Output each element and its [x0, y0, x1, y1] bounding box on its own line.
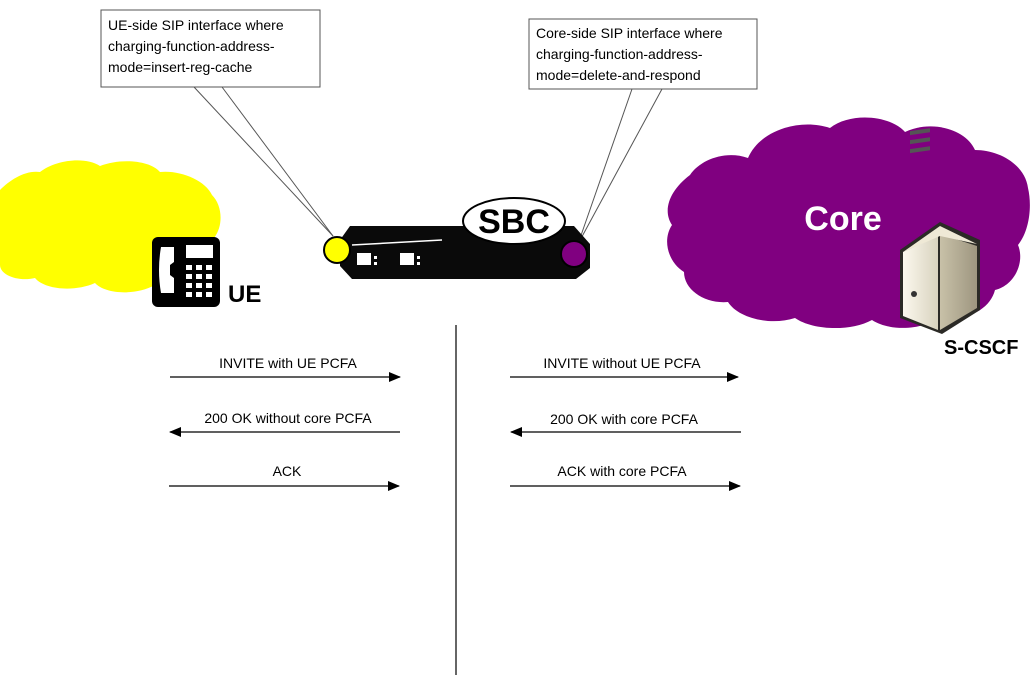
left-msg-3-label: ACK: [273, 463, 302, 479]
left-msg-1-label: INVITE with UE PCFA: [219, 355, 357, 371]
ue-callout-line-1: UE-side SIP interface where: [108, 17, 284, 33]
ue-callout-line-2: charging-function-address-: [108, 38, 275, 54]
core-callout-line-3: mode=delete-and-respond: [536, 67, 701, 83]
core-callout-line-2: charging-function-address-: [536, 46, 703, 62]
right-message-flow: INVITE without UE PCFA 200 OK with core …: [510, 355, 741, 491]
ue-callout-line-3: mode=insert-reg-cache: [108, 59, 253, 75]
right-msg-1-label: INVITE without UE PCFA: [543, 355, 701, 371]
ue-side-interface-port: [323, 236, 351, 264]
ue-label: UE: [228, 281, 261, 308]
desk-phone-icon: [152, 237, 220, 307]
sbc-port-indicator-2: [400, 253, 414, 265]
sbc-stripe: [351, 239, 443, 246]
core-callout-line-1: Core-side SIP interface where: [536, 25, 723, 41]
sbc-label: SBC: [478, 203, 550, 241]
left-msg-2-label: 200 OK without core PCFA: [204, 410, 372, 426]
sbc-label-ellipse: [462, 197, 566, 245]
server-tower-icon: [900, 128, 980, 334]
sbc-port-indicator-1: [357, 253, 371, 265]
core-label: Core: [804, 200, 881, 238]
core-side-interface-port: [560, 240, 588, 268]
left-message-flow: INVITE with UE PCFA 200 OK without core …: [169, 355, 401, 491]
core-side-callout: Core-side SIP interface where charging-f…: [528, 18, 758, 245]
right-msg-3-label: ACK with core PCFA: [557, 463, 687, 479]
right-msg-2-label: 200 OK with core PCFA: [550, 411, 699, 427]
scscf-label: S-CSCF: [944, 337, 1018, 359]
sbc-device: SBC: [323, 197, 590, 279]
ue-side-callout: UE-side SIP interface where charging-fun…: [100, 9, 334, 237]
